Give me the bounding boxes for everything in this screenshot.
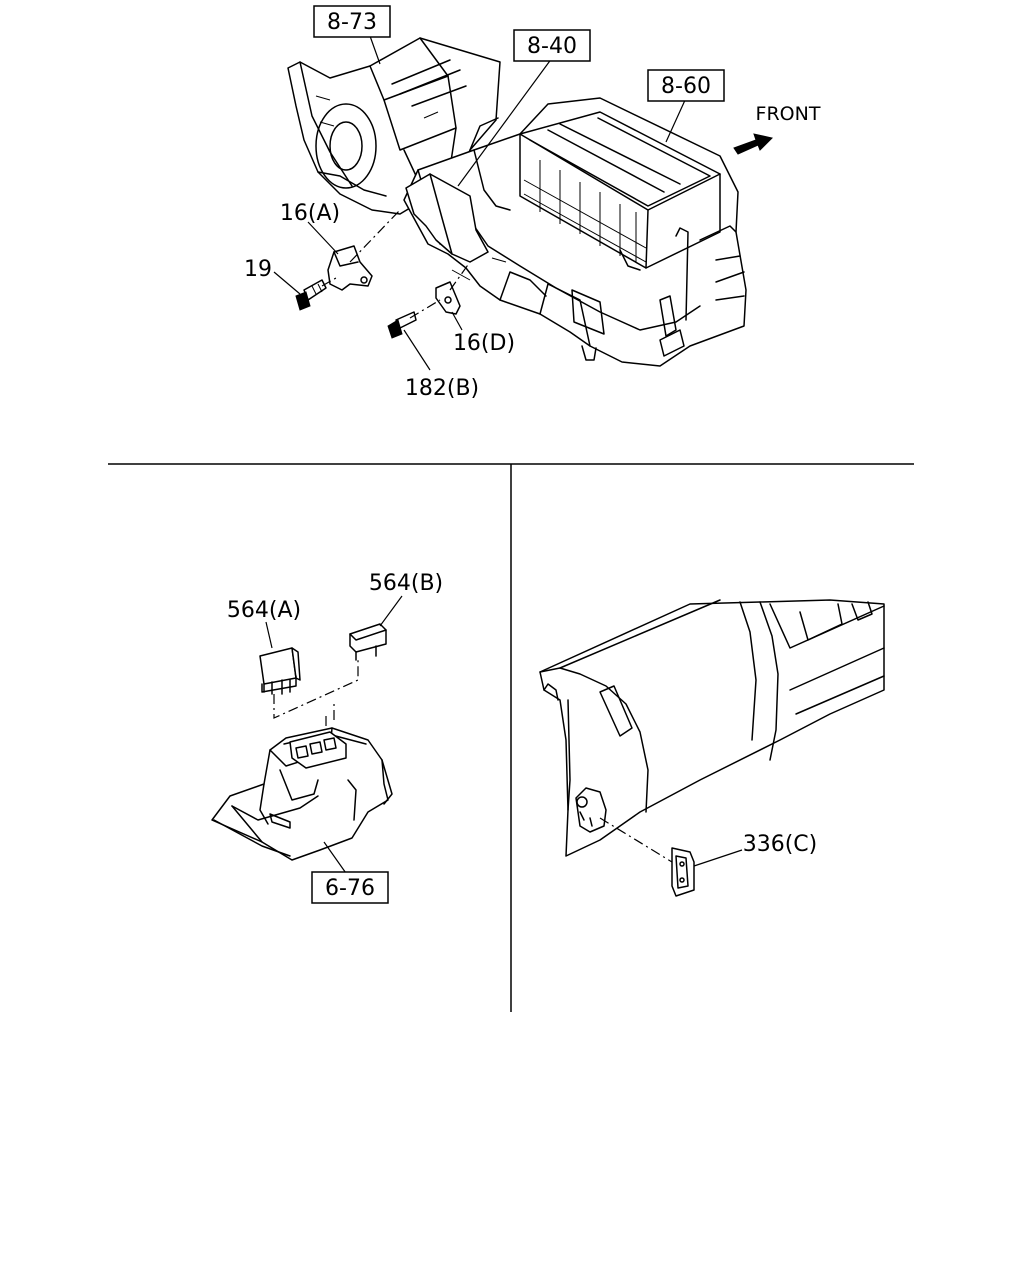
callout-564b[interactable]: 564(B)	[369, 571, 443, 596]
leader-8-60	[665, 97, 687, 143]
relay-564b	[349, 623, 387, 661]
front-indicator: FRONT	[733, 103, 821, 155]
assembly-line-16a	[349, 209, 401, 263]
assembly-line-19	[321, 277, 337, 287]
callout-19[interactable]: 19	[244, 257, 272, 282]
leader-564a	[265, 621, 273, 649]
ref-8-40-label: 8-40	[527, 34, 577, 59]
callout-336c[interactable]: 336(C)	[743, 832, 818, 857]
ref-8-60-label: 8-60	[661, 74, 711, 99]
console-6-76	[211, 727, 393, 861]
ref-8-40[interactable]: 8-40	[513, 29, 591, 62]
bracket-336c	[671, 847, 695, 897]
screw-19	[295, 279, 327, 311]
arrow-front-icon	[733, 133, 773, 155]
leader-19	[273, 271, 301, 295]
leader-8-40	[457, 57, 553, 187]
front-label: FRONT	[756, 103, 821, 125]
screw-182b	[387, 311, 417, 339]
leader-8-73	[369, 35, 381, 65]
callout-16a[interactable]: 16(A)	[280, 201, 340, 226]
ref-8-73[interactable]: 8-73	[313, 5, 391, 38]
assembly-line-16d	[409, 261, 471, 319]
leader-16d	[451, 311, 463, 331]
leader-6-76	[323, 841, 349, 877]
bracket-16a	[327, 245, 373, 291]
leader-564b	[379, 595, 403, 627]
dashboard-panel	[539, 599, 885, 857]
ref-8-60[interactable]: 8-60	[647, 69, 725, 102]
hvac-assembly	[273, 35, 747, 371]
assembly-line-564	[273, 660, 359, 719]
callout-564a[interactable]: 564(A)	[227, 598, 301, 623]
assembly-line-console	[325, 700, 335, 726]
leader-16a	[307, 221, 339, 255]
callout-16d[interactable]: 16(D)	[453, 331, 515, 356]
leader-182b	[403, 329, 431, 371]
leader-336c	[693, 849, 743, 867]
ref-8-73-label: 8-73	[327, 10, 377, 35]
relay-564a	[259, 647, 301, 695]
assembly-line-336c	[599, 817, 673, 863]
ref-6-76[interactable]: 6-76	[311, 871, 389, 904]
ref-6-76-label: 6-76	[325, 876, 375, 901]
callout-182b[interactable]: 182(B)	[405, 376, 479, 401]
bracket-16d	[435, 281, 461, 315]
